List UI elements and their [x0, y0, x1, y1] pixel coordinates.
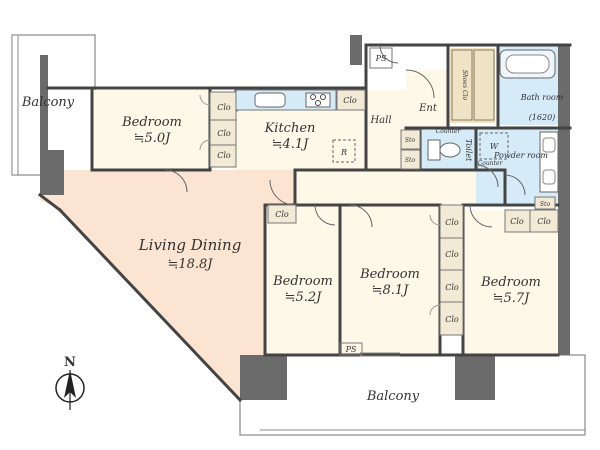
refrigerator-label: R [340, 148, 347, 157]
closet-label-large-3: Clo [445, 283, 459, 292]
bathtub [499, 49, 556, 79]
compass-north-label: N [64, 355, 76, 370]
bedroom-large-label: Bedroom [359, 267, 420, 282]
vanity-sink [539, 131, 559, 193]
counter-label-2: Counter [478, 160, 504, 167]
pipe-space-label-south: PS [345, 345, 357, 354]
kitchen-label: Kitchen [264, 121, 316, 136]
balcony-west-label: Balcony [21, 95, 75, 110]
closet-dividers [210, 119, 531, 303]
windows [17, 50, 400, 357]
storage-label-3: Sto [540, 201, 551, 208]
powder-room-label: Powder room [493, 151, 548, 160]
closet-label-nw-2: Clo [217, 129, 231, 138]
pipe-spaces [339, 47, 393, 356]
kitchen-counter [235, 89, 356, 163]
closet-label-nw-1: Clo [217, 103, 231, 112]
living-dining-floor [40, 170, 295, 400]
storage-label-2: Sto [405, 157, 416, 164]
living-dining-label: Living Dining [138, 236, 242, 254]
bedroom-large-size: ≒8.1J [372, 283, 410, 298]
closet-door-marks [199, 94, 441, 316]
closet-label-large-2: Clo [445, 250, 459, 259]
counter-label-1: Counter [436, 128, 462, 135]
closet-label-large-1: Clo [445, 218, 459, 227]
bedroom-nw-size: ≒5.0J [134, 131, 172, 146]
bath-room-label: Bath room [520, 93, 564, 102]
closet-label-east-1: Clo [510, 217, 524, 226]
bedroom-nw-floor [92, 90, 210, 170]
compass-rose [55, 370, 85, 410]
storage-label-1: Sto [405, 137, 416, 144]
closet-label-large-4: Clo [445, 315, 459, 324]
washer-label: W [490, 142, 499, 151]
bedroom-center-floor [265, 205, 340, 355]
closet-label-east-2: Clo [537, 217, 551, 226]
toilet-label: Toilet [464, 139, 473, 162]
bedroom-east-size: ≒5.7J [493, 291, 531, 306]
bath-room-note: (1620) [529, 113, 556, 122]
closet-label-kitchen: Clo [343, 96, 357, 105]
closet-label-center: Clo [275, 210, 289, 219]
kitchen-size: ≒4.1J [272, 137, 310, 152]
washer-space [479, 132, 509, 160]
shoe-closet-label: Shoes Clo [461, 70, 468, 101]
bedroom-large-floor [340, 205, 440, 355]
toilet-fixture [427, 139, 461, 161]
living-dining-size: ≒18.8J [167, 257, 213, 272]
entrance-label: Ent [418, 103, 438, 114]
bedroom-nw-label: Bedroom [121, 115, 182, 130]
balcony-south-area [239, 354, 586, 436]
hall-corridor-floor [295, 170, 505, 205]
bedroom-east-label: Bedroom [480, 275, 541, 290]
pipe-space-label-north: PS [375, 54, 387, 63]
hall-floor [366, 90, 406, 170]
shoe-closet-shelves [451, 49, 495, 121]
bedroom-center-size: ≒5.2J [285, 290, 323, 305]
bedroom-east-floor [463, 210, 558, 355]
hall-label: Hall [369, 115, 391, 126]
closet-label-nw-3: Clo [217, 151, 231, 160]
entrance-floor [406, 70, 448, 128]
structural-columns [40, 35, 570, 400]
bedroom-center-label: Bedroom [272, 274, 333, 289]
balcony-south-label: Balcony [366, 389, 420, 404]
storage-units [400, 129, 556, 210]
